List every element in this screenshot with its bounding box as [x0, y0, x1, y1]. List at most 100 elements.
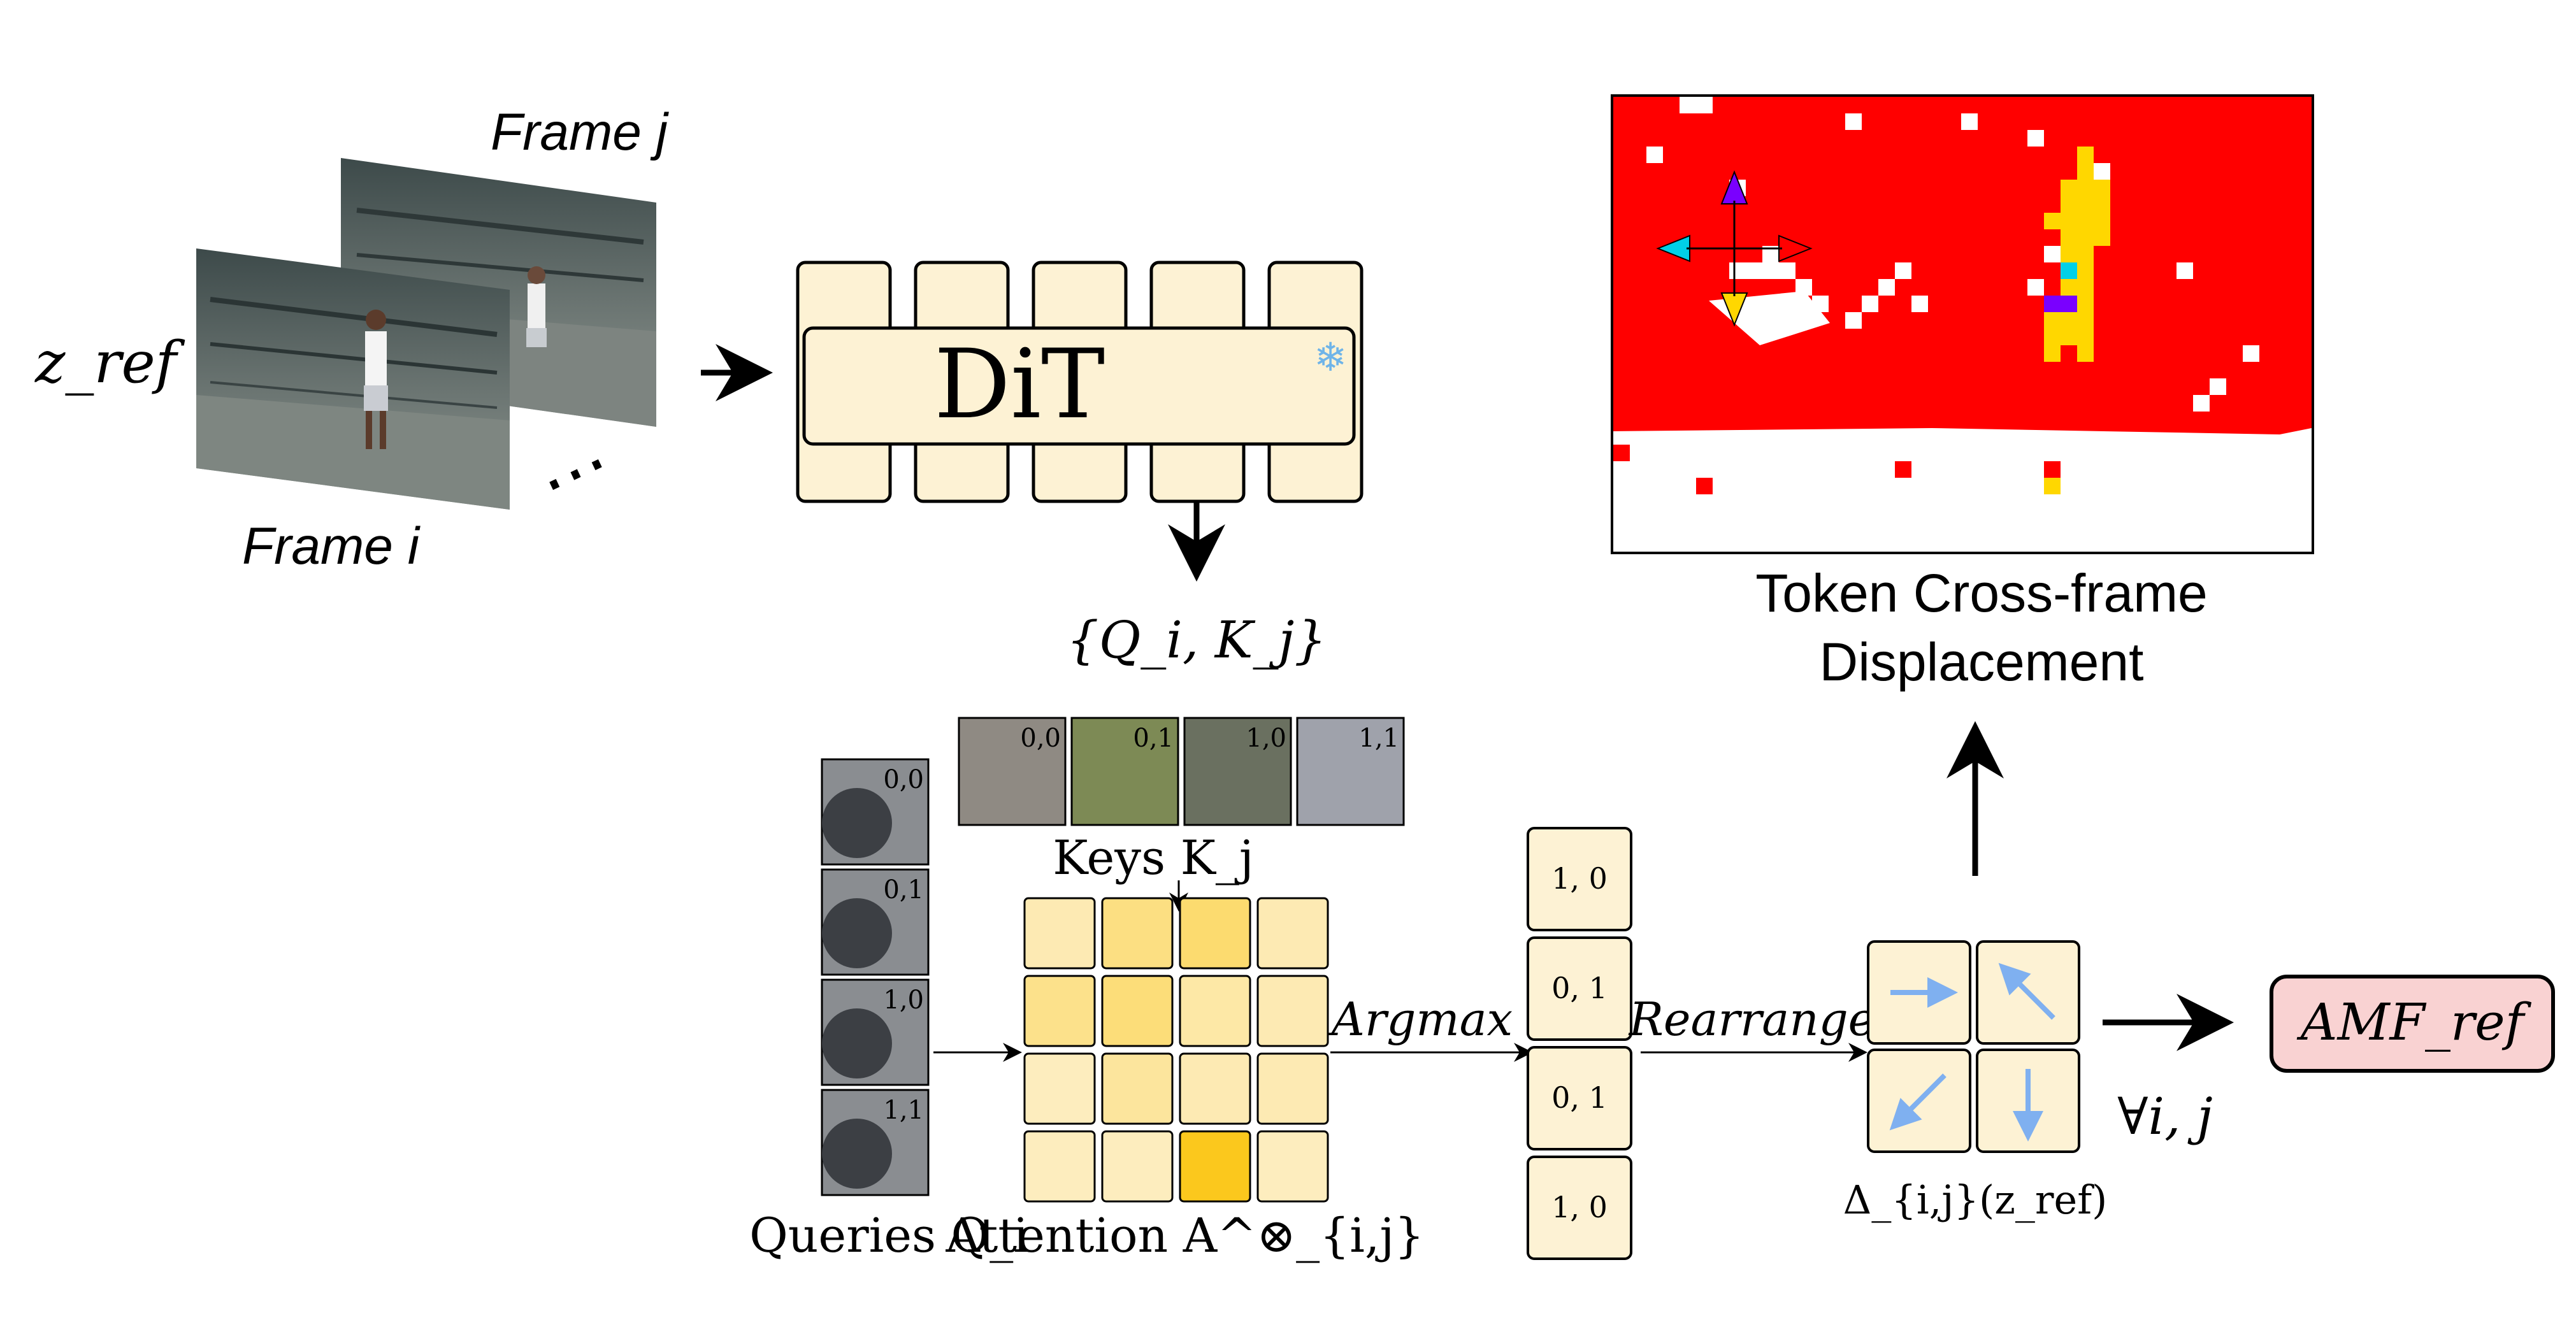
map-token-yellow: [2077, 213, 2094, 229]
displacement-map: Token Cross-frame Displacement: [1611, 94, 2314, 692]
attention-cell: [1101, 1130, 1174, 1203]
map-token-yellow: [2044, 213, 2061, 229]
map-token-white: [2243, 345, 2259, 362]
query-cell-label: 0,1: [883, 875, 924, 905]
attention-cell: [1256, 897, 1329, 970]
z-ref-main: z_ref: [34, 329, 185, 396]
frame-i-image: [196, 248, 510, 510]
displacement-arrow-down-left: [1889, 1073, 1946, 1131]
map-token-blue: [2061, 296, 2077, 312]
map-token-white: [2193, 395, 2210, 412]
map-token-yellow: [2094, 180, 2110, 196]
map-token-white: [1646, 147, 1663, 163]
argmax-cell: [1527, 936, 1632, 1041]
map-token-white: [1895, 262, 1911, 279]
map-token-yellow: [2061, 213, 2077, 229]
map-token-yellow: [2061, 329, 2077, 345]
attention-cell: [1179, 975, 1251, 1047]
dit-block: DiT ❄: [796, 261, 1364, 503]
query-cell-label: 1,0: [883, 985, 924, 1015]
map-token-yellow: [2044, 312, 2061, 329]
displacement-title-line1: Token Cross-frame: [1755, 563, 2208, 623]
frame-i-label: Frame i: [242, 517, 421, 575]
map-token-white: [1680, 97, 1696, 113]
map-white-region: [1613, 444, 2312, 552]
map-frame: [1611, 94, 2314, 554]
displacement-title-line2: Displacement: [1820, 632, 2144, 692]
map-token-white: [2027, 279, 2044, 296]
map-token-yellow: [2077, 296, 2094, 312]
attention-cell: [1023, 1130, 1096, 1203]
map-token-red: [1895, 461, 1911, 478]
map-token-yellow: [2094, 229, 2110, 246]
attention-cell: [1023, 975, 1096, 1047]
argmax-cell-value: 0, 1: [1551, 971, 1608, 1005]
attention-cell: [1101, 1052, 1174, 1125]
amf-output-box: AMF_ref: [2270, 975, 2555, 1073]
map-token-yellow: [2077, 246, 2094, 262]
key-cell-label: 1,1: [1358, 724, 1399, 753]
attention-cell: [1179, 897, 1251, 970]
map-ground-edge: [1613, 428, 2312, 444]
attention-cell: [1101, 897, 1174, 970]
query-cell-wheel: [822, 898, 892, 968]
attention-matrix: Attention A^⊗_{i,j}: [946, 897, 1424, 1263]
map-token-red: [2044, 461, 2061, 478]
map-token-yellow: [2077, 329, 2094, 345]
attention-cell: [1179, 1052, 1251, 1125]
frame-j-label: Frame j: [491, 103, 670, 161]
map-token-yellow: [2094, 213, 2110, 229]
map-token-white: [2094, 163, 2110, 180]
map-token-red: [1696, 478, 1713, 494]
map-token-yellow: [2094, 196, 2110, 213]
map-token-yellow: [2077, 163, 2094, 180]
map-token-white: [1762, 262, 1779, 279]
map-token-yellow: [2077, 180, 2094, 196]
map-token-red: [1613, 445, 1630, 461]
qk-output-label: {Q_i, K_j}: [1067, 610, 1327, 670]
map-token-cyan: [2061, 262, 2077, 279]
displacement-grid: Δ_{i,j}(z_ref): [1843, 940, 2108, 1223]
map-token-yellow: [2061, 180, 2077, 196]
map-token-yellow: [2077, 147, 2094, 163]
map-token-white: [2210, 378, 2226, 395]
attention-cell: [1256, 975, 1329, 1047]
query-cell-wheel: [822, 788, 892, 858]
dit-label: DiT: [934, 329, 1105, 440]
map-token-white: [1862, 296, 1878, 312]
argmax-column: 1, 0 0, 1 0, 1 1, 0: [1527, 827, 1632, 1260]
map-token-yellow: [2061, 196, 2077, 213]
forall-label: ∀i, j: [2117, 1087, 2213, 1146]
z-ref-label: z_ref: [34, 329, 185, 396]
map-token-white: [1746, 262, 1762, 279]
key-cell: [1296, 717, 1405, 826]
query-cell-label: 0,0: [883, 765, 924, 794]
attention-cell: [1101, 975, 1174, 1047]
argmax-cell-value: 1, 0: [1551, 1190, 1608, 1224]
map-token-white: [1729, 262, 1746, 279]
map-token-white: [1779, 262, 1795, 279]
key-cell-label: 0,0: [1020, 724, 1061, 753]
argmax-cell: [1527, 1046, 1632, 1150]
queries-caption: Queries Q_i: [749, 1208, 1028, 1263]
attention-cell: [1256, 1052, 1329, 1125]
argmax-cell-value: 1, 0: [1551, 861, 1608, 896]
argmax-cell-value: 0, 1: [1551, 1080, 1608, 1115]
query-cell-wheel: [822, 1119, 892, 1189]
query-cell-wheel: [822, 1008, 892, 1078]
map-token-blue: [2044, 296, 2061, 312]
key-cell-label: 0,1: [1133, 724, 1174, 753]
map-token-white: [1696, 97, 1713, 113]
more-frames-marker: ⋯: [526, 420, 624, 524]
snowflake-icon: ❄: [1314, 336, 1347, 380]
map-red-region: [1613, 97, 2312, 444]
map-token-white: [2027, 130, 2044, 147]
map-token-yellow: [2061, 279, 2077, 296]
displacement-caption: Δ_{i,j}(z_ref): [1843, 1177, 2108, 1223]
map-token-yellow: [2044, 345, 2061, 362]
query-cell-label: 1,1: [883, 1096, 924, 1125]
map-token-yellow: [2061, 246, 2077, 262]
map-token-white: [1878, 279, 1895, 296]
map-token-yellow: [2077, 229, 2094, 246]
